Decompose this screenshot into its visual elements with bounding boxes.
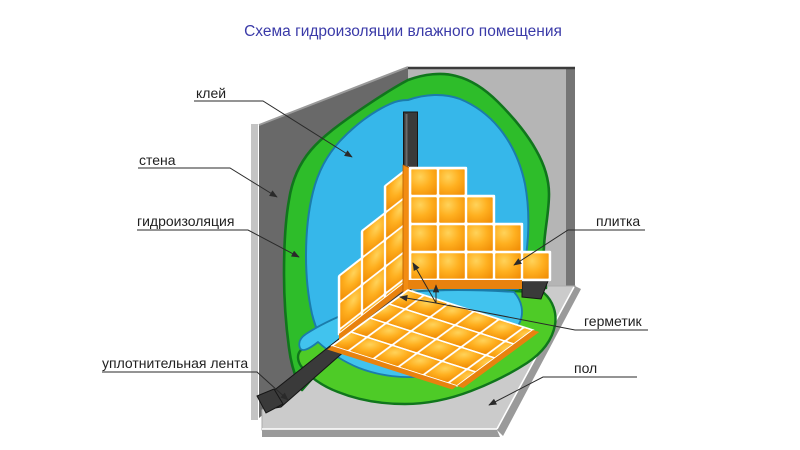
- wall-left-side-edge: [251, 124, 258, 420]
- leader-sealing-tape: [102, 371, 289, 401]
- floor-slab-front-edge: [262, 430, 500, 437]
- label-wall: стена: [139, 152, 176, 168]
- leader-sealant-arrow-left: [399, 294, 437, 304]
- tiles-right-bottom-edge: [408, 280, 522, 289]
- leader-floor: [488, 376, 637, 406]
- label-sealing-tape: уплотнительная лента: [102, 355, 248, 371]
- leader-sealant: [435, 302, 648, 331]
- label-tile: плитка: [596, 213, 640, 229]
- label-waterproofing: гидроизоляция: [137, 213, 234, 229]
- leader-glue: [194, 100, 353, 158]
- tiles-left-wall: [337, 166, 410, 341]
- leader-tile: [513, 229, 645, 266]
- sealing-tape-end-cap: [256, 388, 284, 414]
- floor-slab-right-edge: [497, 286, 581, 436]
- tiles-floor: [327, 289, 540, 390]
- label-sealant: герметик: [584, 313, 643, 329]
- wall-left-top-edge: [258, 66, 409, 126]
- label-glue: клей: [196, 85, 226, 101]
- wall-right-side-edge: [566, 67, 575, 287]
- label-floor: пол: [574, 360, 597, 376]
- leader-wall: [138, 167, 278, 198]
- leader-sealant-arrow-corner: [412, 262, 437, 304]
- page-title: Схема гидроизоляции влажного помещения: [244, 23, 562, 40]
- leader-waterproofing: [137, 229, 300, 258]
